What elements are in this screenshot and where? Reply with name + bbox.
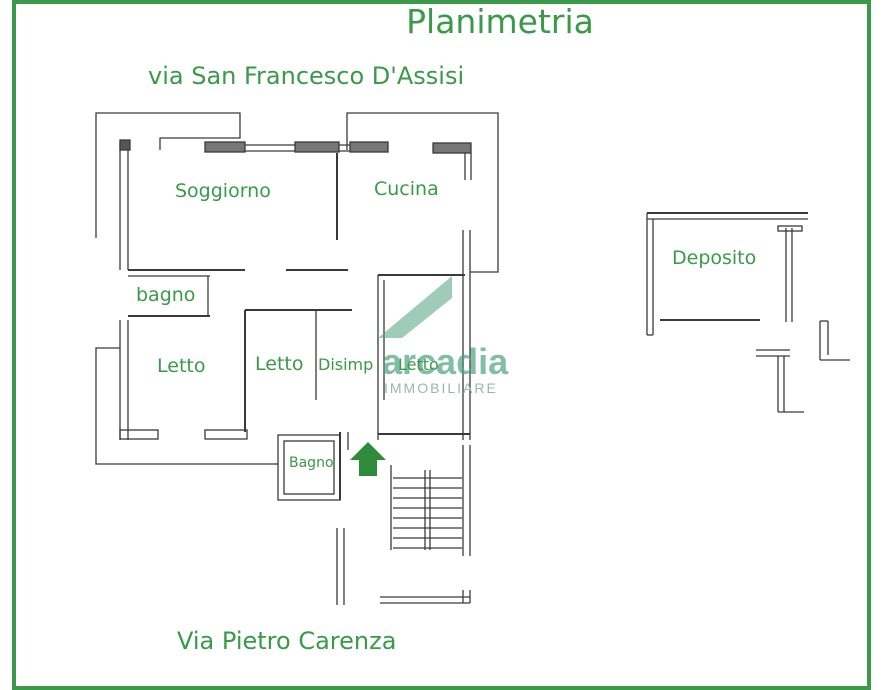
room-label-letto-1: Letto: [157, 355, 206, 377]
floor-plan: [95, 112, 850, 605]
watermark-tagline: IMMOBILIARE: [384, 380, 498, 396]
room-label-soggiorno: Soggiorno: [175, 180, 271, 202]
room-label-letto-2: Letto: [255, 353, 304, 375]
room-label-cucina: Cucina: [374, 178, 439, 200]
room-label-bagno: Bagno: [289, 455, 334, 471]
room-label-letto-3: Letto: [398, 355, 439, 374]
watermark-brand: arcadia: [382, 341, 509, 382]
room-label-bagno-small: bagno: [136, 284, 196, 306]
arcadia-logo-icon: [378, 276, 452, 338]
room-label-deposito: Deposito: [672, 247, 757, 269]
entrance-arrow-icon: [350, 442, 386, 476]
street-label-top: via San Francesco D'Assisi: [148, 62, 465, 90]
room-label-disimp: Disimp: [318, 355, 374, 374]
street-label-bottom: Via Pietro Carenza: [177, 627, 397, 655]
page-title: Planimetria: [406, 2, 594, 41]
